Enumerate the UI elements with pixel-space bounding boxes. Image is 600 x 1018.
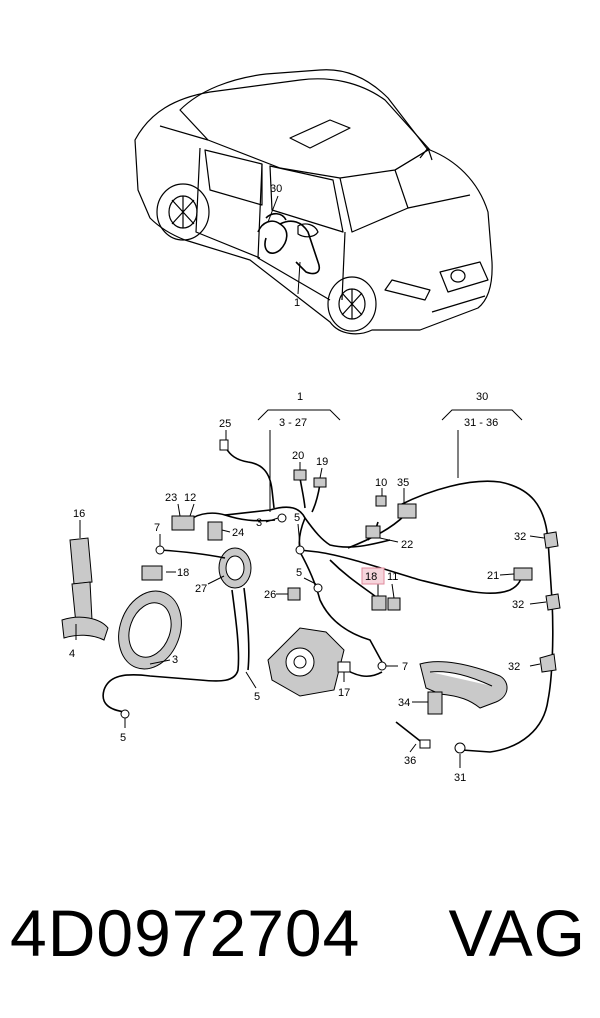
label-32b: 32 (512, 599, 524, 611)
label-17: 17 (338, 687, 350, 699)
label-5b: 5 (296, 567, 302, 579)
leader-lines (75, 430, 547, 768)
harness-30-wires (347, 480, 561, 753)
label-3a: 3 (256, 517, 262, 529)
label-27: 27 (195, 583, 207, 595)
label-3b: 3 (172, 654, 178, 666)
label-12: 12 (184, 492, 196, 504)
label-24: 24 (232, 527, 244, 539)
label-5a: 5 (294, 512, 300, 524)
label-21: 21 (487, 570, 499, 582)
group-range-1: 3 - 27 (279, 417, 307, 429)
label-11: 11 (387, 571, 398, 583)
label-32c: 32 (508, 661, 520, 673)
group-bracket-1: 1 3 - 27 (257, 391, 341, 512)
label-26: 26 (264, 589, 276, 601)
label-4: 4 (69, 648, 75, 660)
group-range-30: 31 - 36 (464, 417, 498, 429)
group-number-30: 30 (476, 391, 488, 403)
label-34: 34 (398, 697, 410, 709)
footer: 4D0972704 VAG (0, 888, 600, 998)
label-18b: 18 (365, 571, 377, 583)
label-19: 19 (316, 456, 328, 468)
brand-label: VAG (448, 896, 586, 970)
label-5d: 5 (120, 732, 126, 744)
label-16: 16 (73, 508, 85, 520)
overview-label-30: 30 (270, 183, 282, 195)
label-25: 25 (219, 418, 231, 430)
label-35: 35 (397, 477, 409, 489)
label-22: 22 (401, 539, 413, 551)
label-7a: 7 (154, 522, 160, 534)
overview-label-1: 1 (294, 297, 300, 309)
label-36: 36 (404, 755, 416, 767)
part-number: 4D0972704 (10, 896, 361, 970)
label-5c: 5 (254, 691, 260, 703)
group-bracket-30: 30 31 - 36 (441, 391, 523, 478)
label-23: 23 (165, 492, 177, 504)
components (61, 439, 533, 754)
label-10: 10 (375, 477, 387, 489)
label-18a: 18 (177, 567, 189, 579)
group-number-1: 1 (297, 391, 303, 403)
callout-labels: 25 20 19 10 35 23 12 16 7 3 24 5 22 32 1… (69, 418, 526, 784)
highlight-box-18 (361, 567, 385, 585)
label-20: 20 (292, 450, 304, 462)
label-32a: 32 (514, 531, 526, 543)
car-illustration: 30 1 (134, 69, 493, 335)
label-7b: 7 (402, 661, 408, 673)
label-31: 31 (454, 772, 466, 784)
